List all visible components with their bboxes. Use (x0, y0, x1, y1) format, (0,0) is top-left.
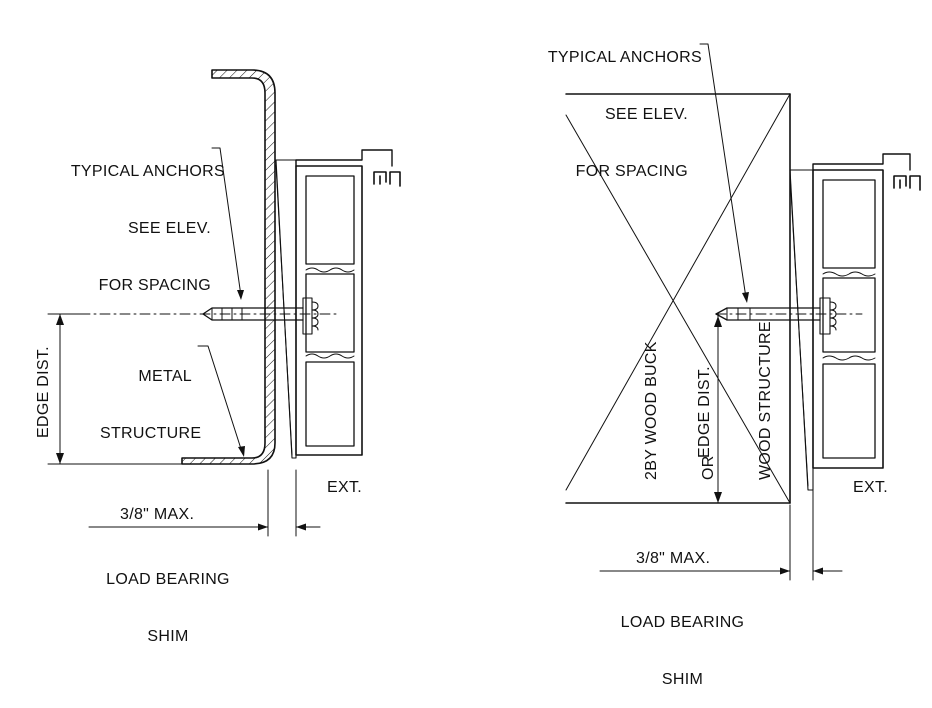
window-frame-profile-right (813, 154, 920, 468)
edge-dist-dimension-right (714, 314, 722, 503)
right-wood-line-3: WOOD STRUCTURE (757, 321, 774, 480)
left-shim-line-1: LOAD BEARING (106, 571, 230, 588)
right-anchors-line-2: SEE ELEV. (604, 106, 688, 123)
shim-dimension (89, 470, 320, 536)
left-anchors-line-1: TYPICAL ANCHORS (70, 163, 225, 180)
right-wood-line-1: 2BY WOOD BUCK (643, 341, 660, 480)
metal-structure-channel (182, 70, 275, 464)
shim-wedge (276, 160, 296, 458)
edge-dist-dimension (48, 314, 182, 464)
wood-buck (566, 94, 790, 503)
right-shim-label: LOAD BEARING SHIM (600, 575, 765, 708)
window-frame-profile (296, 150, 400, 455)
left-detail (48, 70, 400, 536)
right-anchors-line-3: FOR SPACING (575, 163, 688, 180)
left-anchors-line-2: SEE ELEV. (127, 220, 211, 237)
right-shim-line-1: LOAD BEARING (620, 614, 745, 631)
metal-structure-leader (198, 346, 242, 452)
right-detail (566, 44, 920, 580)
section-detail-drawing (0, 0, 932, 614)
right-anchors-note: TYPICAL ANCHORS SEE ELEV. FOR SPACING (510, 10, 702, 200)
left-shim-line-2: SHIM (147, 628, 189, 645)
left-ext-label: EXT. (327, 479, 362, 496)
anchors-leader (212, 148, 241, 296)
left-edge-dist-label: EDGE DIST. (35, 346, 52, 438)
left-shim-label: LOAD BEARING SHIM (88, 532, 248, 665)
left-metal-line-2: STRUCTURE (100, 425, 202, 442)
left-metal-structure-label: METAL STRUCTURE (100, 329, 202, 462)
right-shim-line-2: SHIM (661, 671, 704, 688)
left-anchors-line-3: FOR SPACING (98, 277, 211, 294)
right-edge-dist-label: EDGE DIST. (696, 366, 713, 458)
right-shim-max-label: 3/8" MAX. (636, 550, 711, 567)
left-metal-line-1: METAL (138, 368, 192, 385)
anchors-leader-right (700, 44, 746, 298)
right-anchors-line-1: TYPICAL ANCHORS (547, 49, 702, 66)
right-ext-label: EXT. (853, 479, 888, 496)
shim-dimension-right (600, 470, 842, 580)
left-shim-max-label: 3/8" MAX. (120, 506, 195, 523)
left-anchors-note: TYPICAL ANCHORS SEE ELEV. FOR SPACING (30, 124, 225, 314)
